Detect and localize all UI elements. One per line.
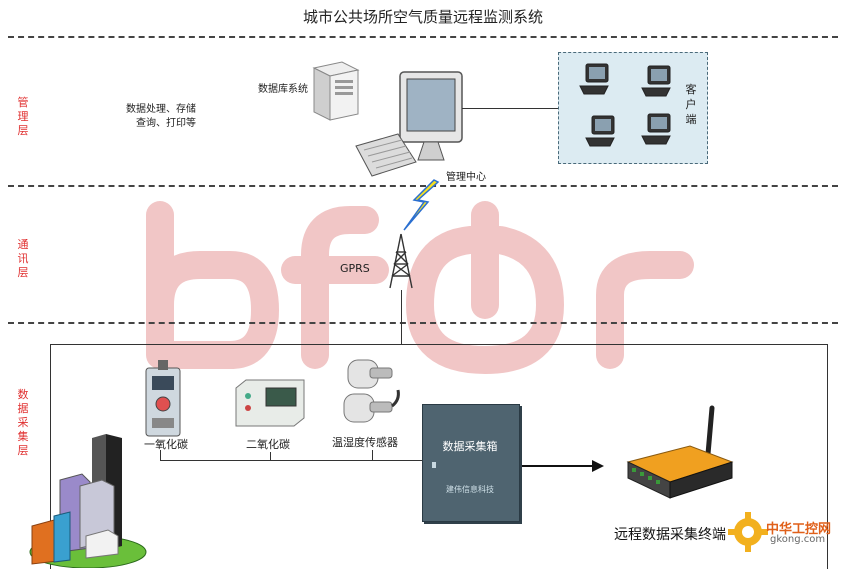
acquisition-box-subtitle: 建伟信息科技 bbox=[446, 485, 494, 494]
gkong-gear-logo-icon bbox=[728, 512, 768, 552]
watermark-logo bbox=[146, 201, 694, 375]
db-server-label: 数据库系统 bbox=[258, 84, 308, 95]
th-drop-line bbox=[372, 450, 373, 460]
co2-sensor-icon bbox=[235, 379, 305, 427]
client-computers-icon bbox=[579, 63, 671, 147]
co2-sensor-label: 二氧化碳 bbox=[246, 438, 290, 451]
sensor-bus-line bbox=[160, 460, 422, 461]
box-latch-icon bbox=[432, 462, 436, 468]
layer-label-management: 管理层 bbox=[17, 96, 29, 137]
page-title: 城市公共场所空气质量远程监测系统 bbox=[302, 8, 543, 26]
co-drop-line bbox=[160, 450, 161, 460]
remote-terminal-label: 远程数据采集终端 bbox=[614, 527, 726, 543]
wireless-lightning-icon bbox=[403, 179, 440, 231]
gprs-tower-icon bbox=[389, 233, 413, 289]
watermark-site-name: 中华工控网 bbox=[766, 522, 832, 537]
arrow-to-terminal-icon bbox=[522, 460, 604, 472]
layer-label-acquisition: 数据采集层 bbox=[17, 388, 29, 457]
acquisition-frame bbox=[50, 344, 828, 569]
db-desc-line2: 查询、打印等 bbox=[136, 118, 196, 129]
layer-label-communication: 通讯层 bbox=[17, 238, 29, 279]
co-sensor-label: 一氧化碳 bbox=[144, 438, 188, 451]
management-center-computer-icon bbox=[355, 71, 463, 177]
db-desc-line1: 数据处理、存储 bbox=[126, 104, 196, 115]
temp-humidity-sensor-label: 温湿度传感器 bbox=[332, 436, 398, 449]
management-center-label: 管理中心 bbox=[446, 172, 486, 183]
divider-top bbox=[8, 36, 838, 38]
divider-mgmt-comm bbox=[8, 185, 838, 187]
link-center-clients bbox=[462, 108, 558, 109]
acquisition-box-title: 数据采集箱 bbox=[442, 440, 498, 453]
co2-drop-line bbox=[270, 452, 271, 460]
clients-group bbox=[558, 52, 708, 164]
db-server-icon bbox=[312, 61, 360, 121]
remote-terminal-icon bbox=[626, 405, 734, 499]
clients-label: 客户端 bbox=[685, 83, 697, 126]
watermark-site-url: gkong.com bbox=[770, 534, 826, 545]
city-buildings-icon bbox=[29, 434, 147, 568]
divider-comm-acq bbox=[8, 322, 838, 324]
gprs-label: GPRS bbox=[340, 262, 370, 275]
link-tower-acquisition bbox=[401, 290, 402, 344]
temp-humidity-sensor-icon bbox=[343, 359, 400, 423]
data-acquisition-box bbox=[422, 404, 520, 522]
co-sensor-icon bbox=[145, 360, 181, 437]
